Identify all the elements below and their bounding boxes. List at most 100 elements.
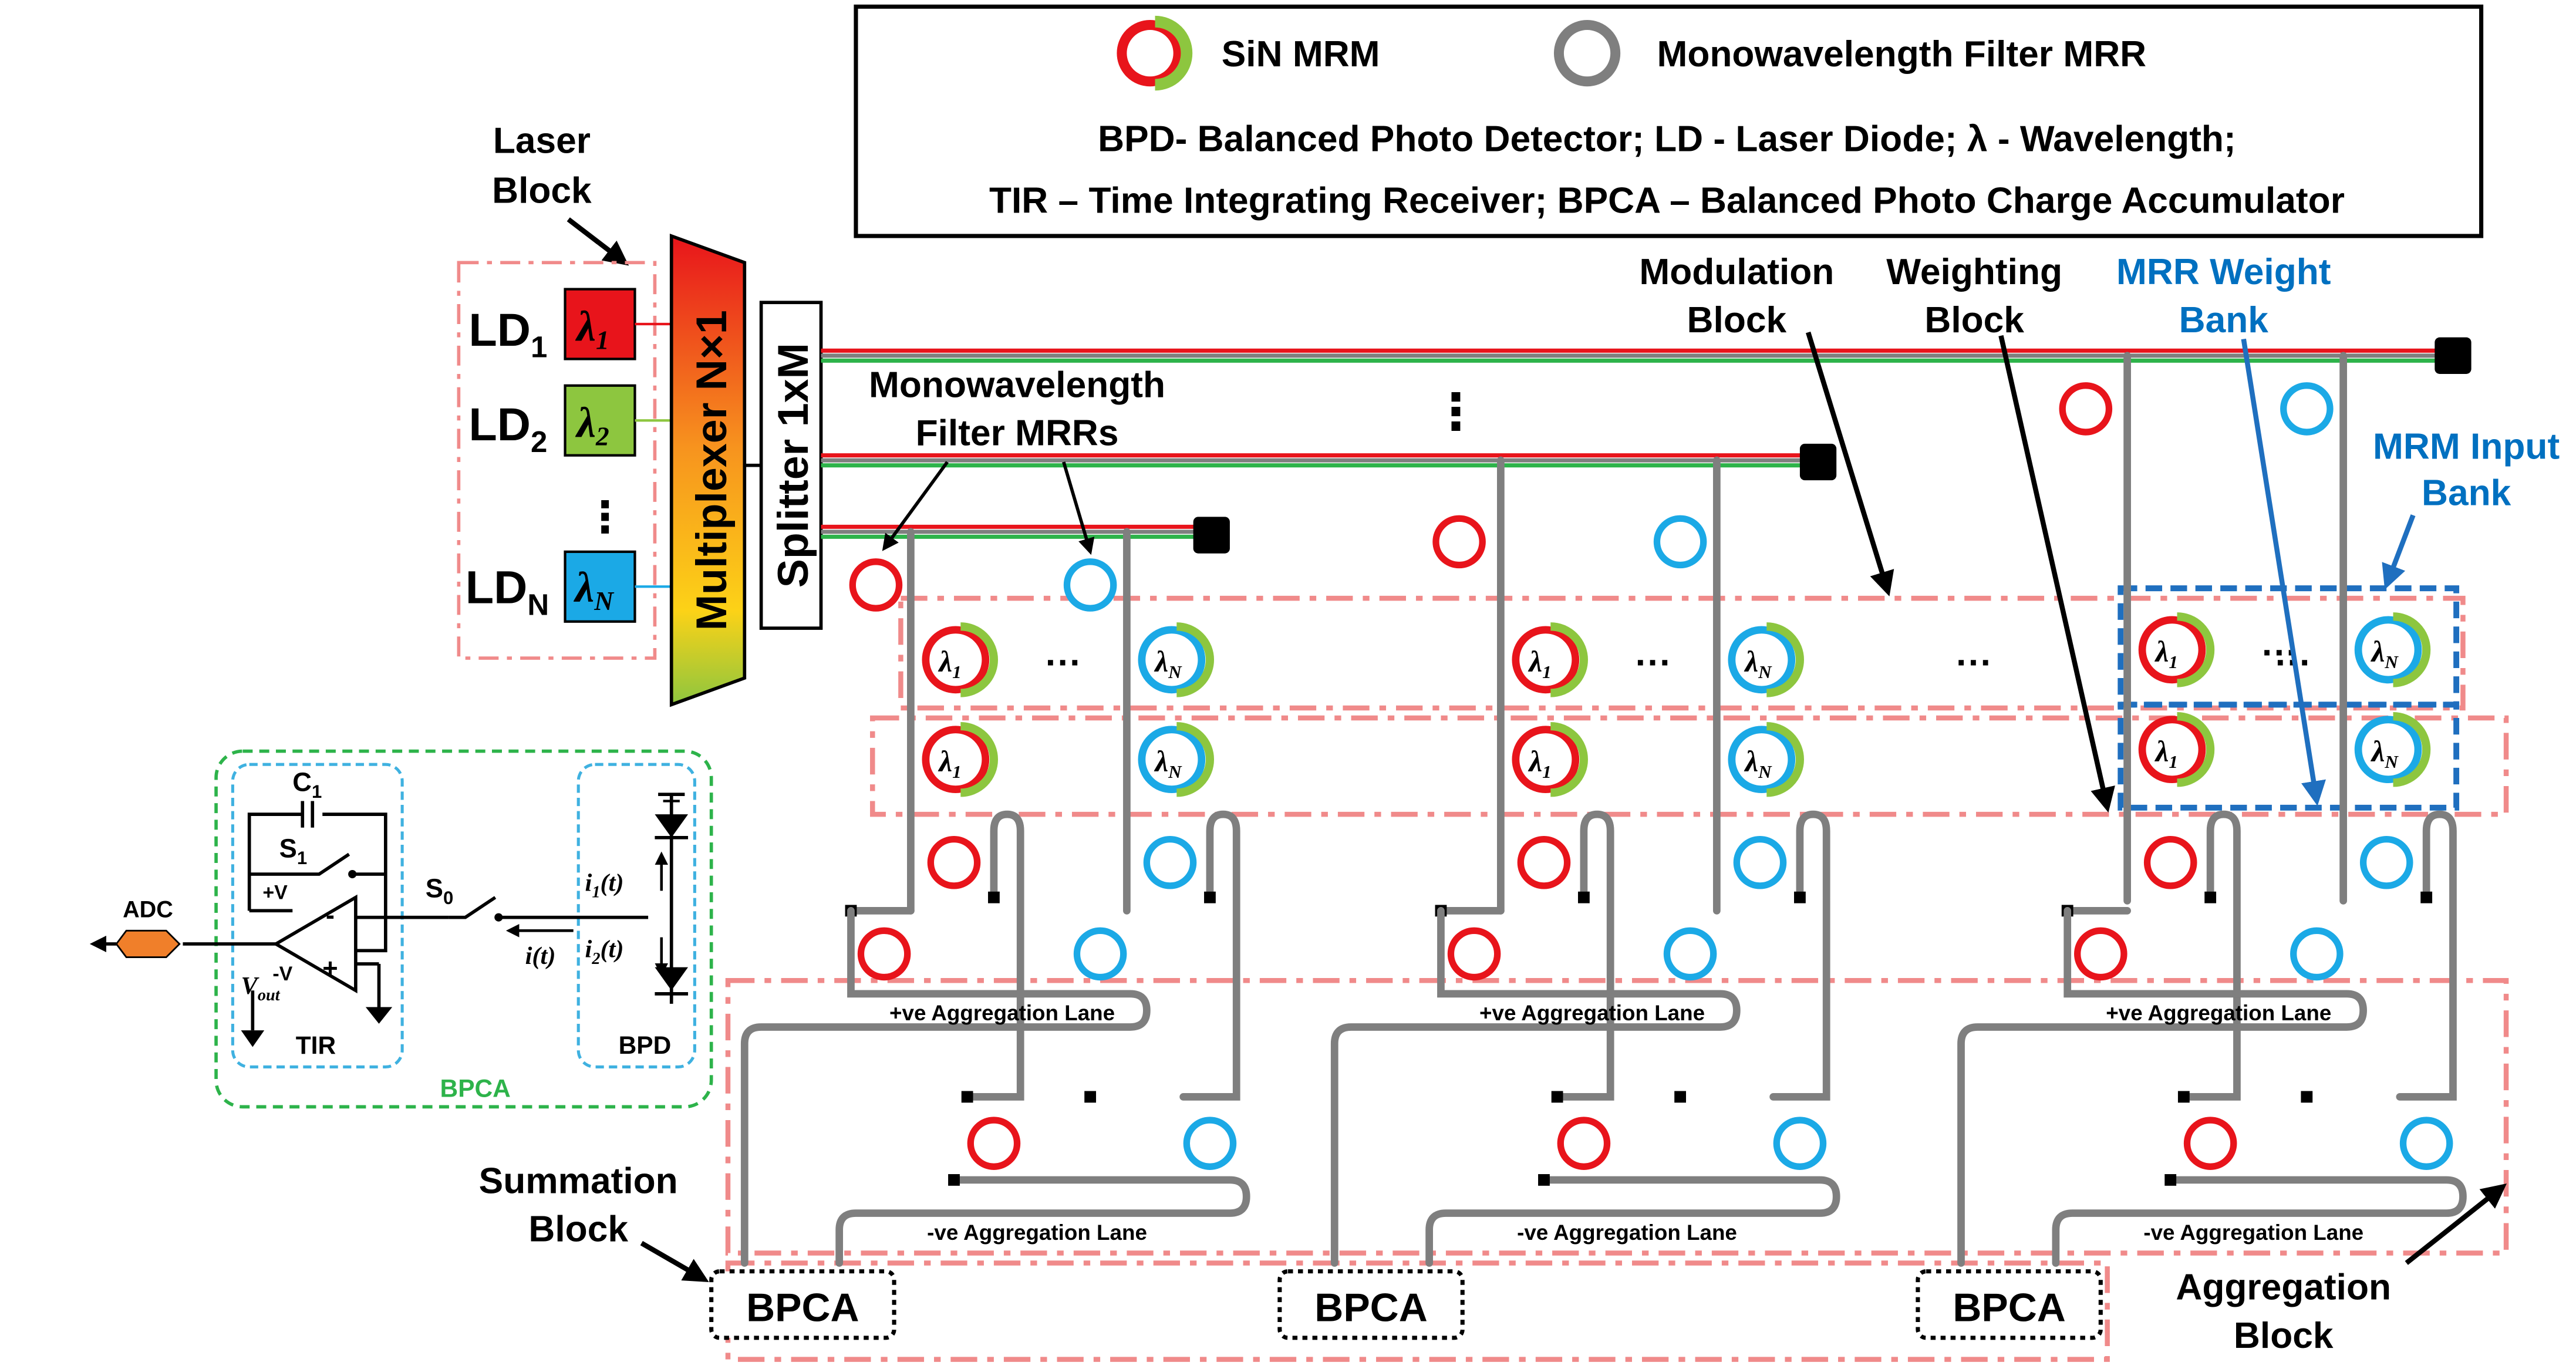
adc-block [115, 929, 181, 959]
bpca-box-label: BPCA [1953, 1286, 2066, 1330]
filter-mrr-blue [2280, 382, 2334, 436]
bus-vdots: ⋮ [1431, 383, 1481, 439]
waveguide [835, 1176, 1250, 1267]
array-hdots: ··· [1956, 642, 1992, 683]
sin-mrm: λ1 [2138, 712, 2215, 787]
sin-mrm: λN [2354, 712, 2431, 787]
switch-s0-label: S0 [426, 874, 454, 908]
modulation-label-2: Block [1687, 300, 1787, 340]
aggregation-block-label: Aggregation Block [2176, 1183, 2507, 1356]
current-i1-label: i1(t) [585, 869, 624, 901]
mrm-ring [1728, 726, 1796, 794]
laser-diode-2: LD2 λ2 [468, 384, 636, 458]
weight-mrr-blue-pos [2290, 927, 2344, 981]
pos-aggregation-lane-label: +ve Aggregation Lane [1479, 1001, 1705, 1025]
waveguide-terminal [1538, 1174, 1550, 1186]
filter-mrrs-label-2: Filter MRRs [916, 413, 1119, 454]
waveguide [1957, 906, 2367, 1267]
capacitor-label: C1 [292, 767, 322, 802]
sin-mrm: λN [1138, 622, 1214, 697]
mrm-arc [960, 722, 998, 797]
waveguide [1553, 810, 1614, 1101]
pos-aggregation-lane-label: +ve Aggregation Lane [2106, 1001, 2331, 1025]
weight-mrr-blue-pos [1663, 927, 1717, 981]
aggregation-label-2: Block [2234, 1316, 2334, 1356]
mrm-lambda-label: λ1 [1528, 646, 1551, 682]
mrr-weight-bank-label-1: MRR Weight [2116, 252, 2331, 292]
bpca-box-label: BPCA [746, 1286, 859, 1330]
filter-mrr-red [1432, 515, 1486, 569]
summation-label-1: Summation [479, 1161, 678, 1202]
mrr-weight-bank-label: MRR Weight Bank [2116, 252, 2331, 806]
mrm-lambda-label: λN [1154, 646, 1183, 682]
mrm-lambda-label: λ1 [1528, 746, 1551, 782]
mrm-arc [1766, 622, 1804, 697]
weighting-label-1: Weighting [1886, 252, 2062, 292]
legend: SiN MRM Monowavelength Filter MRR BPD- B… [854, 4, 2484, 238]
laser-diode-1: LD1 λ1 [468, 288, 636, 364]
waveguide-terminal [1674, 1091, 1687, 1103]
sin-mrm: λ1 [922, 722, 998, 797]
bpca-box [1277, 1269, 1465, 1340]
bpca-circuit: BPCA TIR BPD C1 S1 - + +V -V Vout ADC [89, 749, 713, 1109]
vout-label: Vout [241, 972, 281, 1004]
sin-mrm: λ1 [2138, 612, 2215, 687]
bpd-border [576, 763, 696, 1068]
legend-filter-icon [1553, 19, 1621, 87]
mrm-input-bank-label-1: MRM Input [2373, 426, 2560, 467]
splitter: Splitter 1xM [759, 301, 823, 630]
bpd-label: BPD [619, 1031, 672, 1059]
mrm-ring [1138, 726, 1206, 794]
waveguide [1330, 906, 1741, 1267]
modulation-label-1: Modulation [1639, 252, 1834, 292]
weight-mrr-blue [1733, 835, 1787, 889]
aggregation-block-border [725, 977, 2509, 1256]
waveguide-terminal [1794, 891, 1806, 903]
mrm-lambda-label: λN [2371, 636, 2399, 672]
bpca-box [709, 1269, 896, 1340]
block-boundaries [725, 595, 2509, 1362]
current-it-label: i(t) [525, 942, 556, 970]
mrm-ring [1512, 626, 1580, 694]
waveguide-terminal [988, 891, 1000, 903]
laser-block-title-1: Laser [493, 120, 591, 161]
waveguide-terminal [2301, 1091, 2313, 1103]
weight-mrr-red-pos [2074, 927, 2127, 981]
bpca-box [1916, 1269, 2103, 1340]
bpca-border [214, 749, 713, 1109]
mrm-hdots: ··· [1636, 642, 1672, 683]
weight-mrr-blue [1143, 835, 1197, 889]
subarray-3: λ1 λN ··· λ1 λN +ve Aggregation Lane -ve Aggre… [1916, 352, 2467, 1340]
splitter-label: Splitter 1xM [768, 343, 817, 588]
mrm-arc [2393, 612, 2431, 687]
ld1-label: LD1 [468, 304, 547, 364]
mrm-lambda-label: λ1 [938, 746, 962, 782]
weight-mrr-red [2143, 835, 2197, 889]
waveguide-terminal [961, 1091, 973, 1103]
mrm-ring [922, 726, 990, 794]
neg-aggregation-lane-label: -ve Aggregation Lane [927, 1220, 1147, 1245]
mrm-arc [1176, 722, 1214, 797]
opamp-minus-v: -V [272, 963, 292, 985]
weight-mrr-blue-neg [1773, 1117, 1827, 1170]
summation-block-label: Summation Block [479, 1161, 709, 1283]
lambda1-label: λ1 [575, 302, 609, 355]
mrm-arc [1176, 622, 1214, 697]
waveguide-terminal [2164, 1174, 2177, 1186]
mrm-ring [2138, 616, 2206, 684]
waveguide-terminal [2177, 1091, 2190, 1103]
sin-mrm: λN [1728, 722, 1804, 797]
summation-block-border [725, 1260, 2110, 1362]
mrm-ring [1728, 626, 1796, 694]
filter-mrr-red [2059, 382, 2113, 436]
mrm-arc [2177, 612, 2215, 687]
mrm-ring [2354, 716, 2422, 784]
weight-mrr-red-neg [2183, 1117, 2237, 1170]
adc-label: ADC [123, 897, 173, 923]
weight-mrr-red-pos [857, 927, 911, 981]
filter-mrr-blue [1063, 558, 1117, 612]
neg-aggregation-lane-label: -ve Aggregation Lane [2143, 1220, 2363, 1245]
mrm-hdots: ··· [1046, 642, 1082, 683]
